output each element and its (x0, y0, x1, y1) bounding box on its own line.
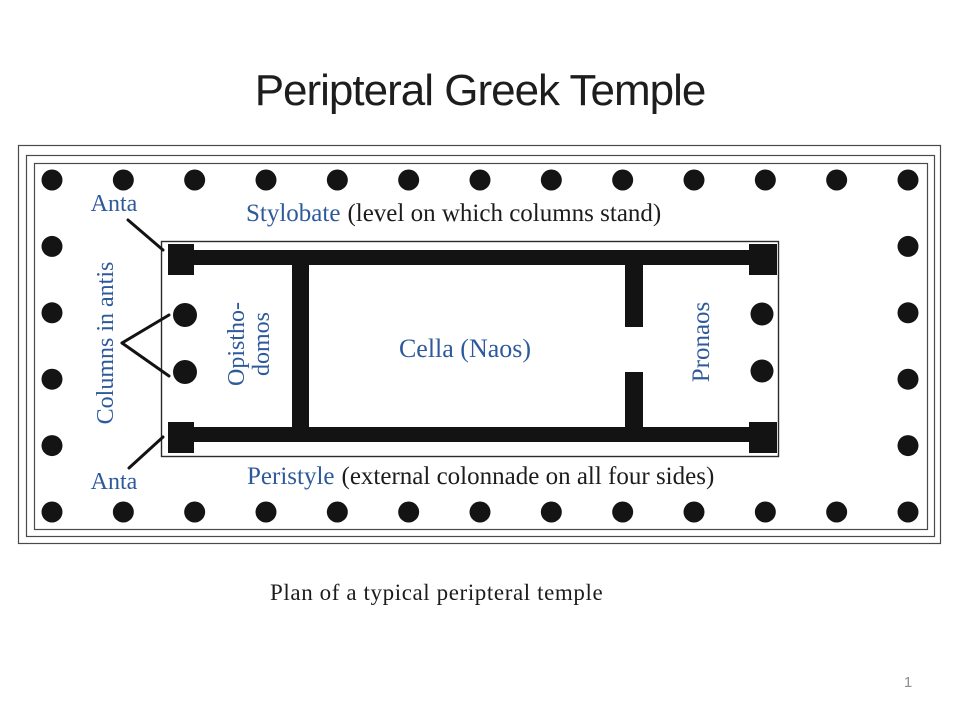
label-opisthodomos: Opistho-domos (224, 289, 277, 399)
figure-border-inner (33, 162, 929, 531)
label-pronaos: Pronaos (688, 301, 715, 383)
peristyle-column-dot (897, 235, 919, 257)
columns-in-antis-leader-upper (120, 313, 171, 345)
anta-block-northwest (168, 244, 194, 275)
peristyle-column-dot (41, 435, 63, 457)
peristyle-column-dot (41, 501, 63, 523)
columns-in-antis-leader-lower (120, 341, 171, 378)
north-wall (180, 250, 760, 265)
peristyle-column-dot (112, 501, 134, 523)
peristyle-column-dot (826, 501, 848, 523)
peristyle-column-dot (540, 501, 562, 523)
label-stylobate: Stylobate(level on which columns stand) (246, 200, 661, 228)
peristyle-column-dot (184, 501, 206, 523)
peristyle-column-dot (112, 169, 134, 191)
south-wall (180, 427, 760, 442)
label-anta-bottom: Anta (90, 469, 138, 495)
peristyle-column-dot (255, 501, 277, 523)
peristyle-column-dot (41, 235, 63, 257)
peristyle-column-dot (754, 169, 776, 191)
peristyle-column-dot (469, 501, 491, 523)
anta-block-southeast (749, 422, 777, 453)
label-opisthodomos-line1: Opistho- (224, 302, 250, 386)
peristyle-column-dot (469, 169, 491, 191)
peristyle-column-dot (41, 169, 63, 191)
peristyle-column-dot (540, 169, 562, 191)
anta-bottom-leader-line (127, 435, 165, 470)
peristyle-column-dot (184, 169, 206, 191)
pronaos-column-dot (750, 359, 774, 383)
slide-title: Peripteral Greek Temple (254, 66, 707, 115)
peristyle-column-dot (683, 169, 705, 191)
peristyle-column-dot (41, 302, 63, 324)
peristyle-column-dot (41, 368, 63, 390)
figure-caption: Plan of a typical peripteral temple (270, 580, 604, 605)
slide-page-number: 1 (903, 674, 913, 691)
cella-east-wall-upper (625, 250, 643, 327)
opisthodomos-column-dot (173, 360, 197, 384)
peristyle-column-dot (612, 501, 634, 523)
label-stylobate-term: Stylobate (246, 200, 341, 227)
peristyle-column-dot (897, 169, 919, 191)
label-peristyle-term: Peristyle (247, 463, 335, 490)
label-opisthodomos-line2: domos (248, 312, 275, 377)
peristyle-column-dot (826, 169, 848, 191)
peristyle-column-dot (897, 435, 919, 457)
peristyle-column-dot (398, 501, 420, 523)
peristyle-column-dot (326, 169, 348, 191)
peristyle-column-dot (612, 169, 634, 191)
anta-block-northeast (749, 244, 777, 275)
figure-border-outer (17, 144, 942, 545)
peristyle-column-dot (255, 169, 277, 191)
peristyle-column-dot (897, 368, 919, 390)
label-columns-in-antis: Columns in antis (93, 261, 119, 425)
figure-border-middle (25, 154, 936, 538)
peristyle-column-dot (326, 501, 348, 523)
label-stylobate-desc: (level on which columns stand) (347, 200, 662, 227)
peristyle-column-dot (754, 501, 776, 523)
peristyle-column-dot (897, 501, 919, 523)
label-peristyle-desc: (external colonnade on all four sides) (341, 463, 715, 490)
anta-block-southwest (168, 422, 194, 453)
peristyle-column-dot (897, 302, 919, 324)
cella-west-wall (292, 250, 309, 442)
naos-platform-outline (160, 240, 780, 458)
label-peristyle: Peristyle(external colonnade on all four… (247, 463, 714, 491)
peristyle-column-dot (683, 501, 705, 523)
peristyle-colonnade (41, 169, 919, 523)
label-anta-top: Anta (90, 191, 138, 217)
peristyle-column-dot (398, 169, 420, 191)
pronaos-column-dot (750, 302, 774, 326)
label-cella: Cella (Naos) (398, 334, 532, 363)
cella-east-wall-lower (625, 372, 643, 442)
opisthodomos-column-dot (173, 303, 197, 327)
anta-top-leader-line (126, 218, 165, 252)
